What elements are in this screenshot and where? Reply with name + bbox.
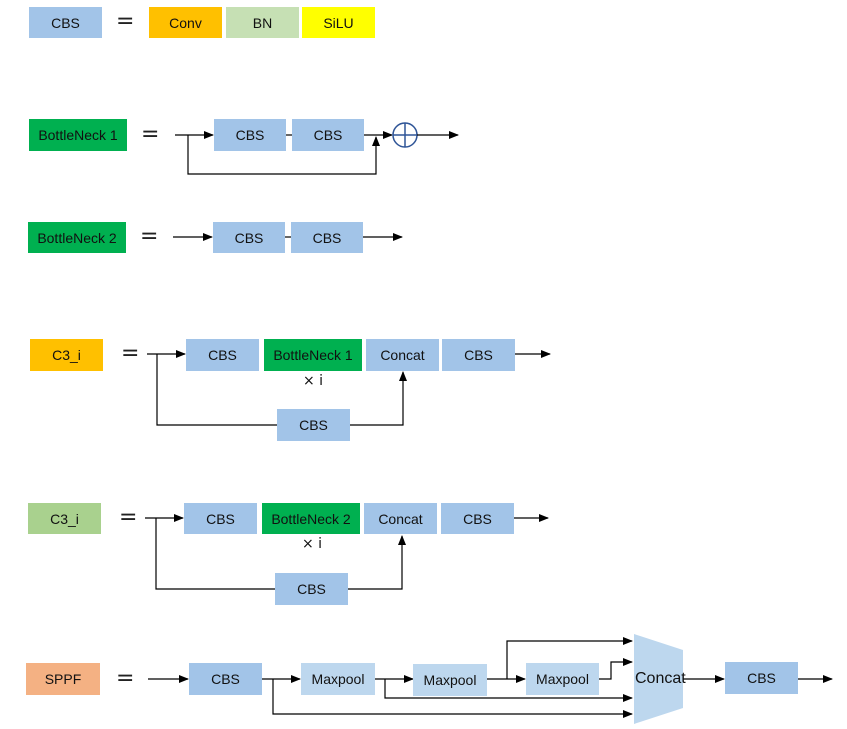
silu-block: SiLU (302, 7, 375, 38)
equals-sign: = (116, 666, 135, 691)
repeat-text: × i (302, 536, 323, 552)
bn1-shortcut (187, 135, 380, 175)
sppf-cbs-in: CBS (189, 663, 262, 695)
c3b-cbs-in: CBS (184, 503, 257, 534)
sppf-concat-trapezoid (634, 634, 683, 724)
equals-sign: = (141, 122, 160, 147)
sppf-cbs-out: CBS (725, 662, 798, 694)
c3a-repeat-label: × i (303, 373, 323, 389)
c3a-cbs-in: CBS (186, 339, 259, 371)
bottleneck2-label: BottleNeck 2 (28, 222, 126, 253)
c3a-concat: Concat (366, 339, 439, 371)
cbs-legend-label: CBS (29, 7, 102, 38)
equals-sign: = (116, 9, 135, 34)
c3b-branch-out (348, 535, 406, 590)
c3a-cbs-out: CBS (442, 339, 515, 371)
c3b-bottleneck2: BottleNeck 2 (262, 503, 360, 534)
c3a-branch-cbs: CBS (277, 409, 350, 441)
repeat-text: × i (303, 373, 324, 389)
bottleneck2-cbs-2: CBS (291, 222, 363, 253)
bottleneck1-cbs-2: CBS (292, 119, 364, 151)
sppf-label: SPPF (26, 663, 100, 695)
bottleneck2-cbs-1: CBS (213, 222, 285, 253)
c3-bottleneck1-label: C3_i (30, 339, 103, 371)
equals-sign: = (121, 341, 140, 366)
sppf-maxpool-1: Maxpool (301, 663, 375, 695)
sppf-maxpool-3: Maxpool (526, 663, 599, 695)
sppf-cbs-skip (272, 679, 633, 718)
bottleneck1-cbs-1: CBS (214, 119, 286, 151)
c3b-branch-in (155, 518, 275, 590)
c3a-bottleneck1: BottleNeck 1 (264, 339, 362, 371)
c3a-branch-out (350, 371, 407, 426)
c3b-repeat-label: × i (302, 536, 322, 552)
c3b-concat: Concat (364, 503, 437, 534)
conv-block: Conv (149, 7, 222, 38)
c3b-branch-cbs: CBS (275, 573, 348, 605)
equals-sign: = (140, 224, 159, 249)
sppf-concat-label: Concat (635, 670, 686, 687)
bottleneck1-label: BottleNeck 1 (29, 119, 127, 151)
sppf-pool1-skip (384, 679, 633, 702)
bn-block: BN (226, 7, 299, 38)
c3-bottleneck2-label: C3_i (28, 503, 101, 534)
sppf-pool2-skip (506, 637, 633, 679)
sppf-pool3-to-concat (599, 658, 633, 680)
sppf-maxpool-2: Maxpool (413, 664, 487, 696)
equals-sign: = (119, 505, 138, 530)
c3a-branch-in (156, 354, 277, 426)
c3b-cbs-out: CBS (441, 503, 514, 534)
